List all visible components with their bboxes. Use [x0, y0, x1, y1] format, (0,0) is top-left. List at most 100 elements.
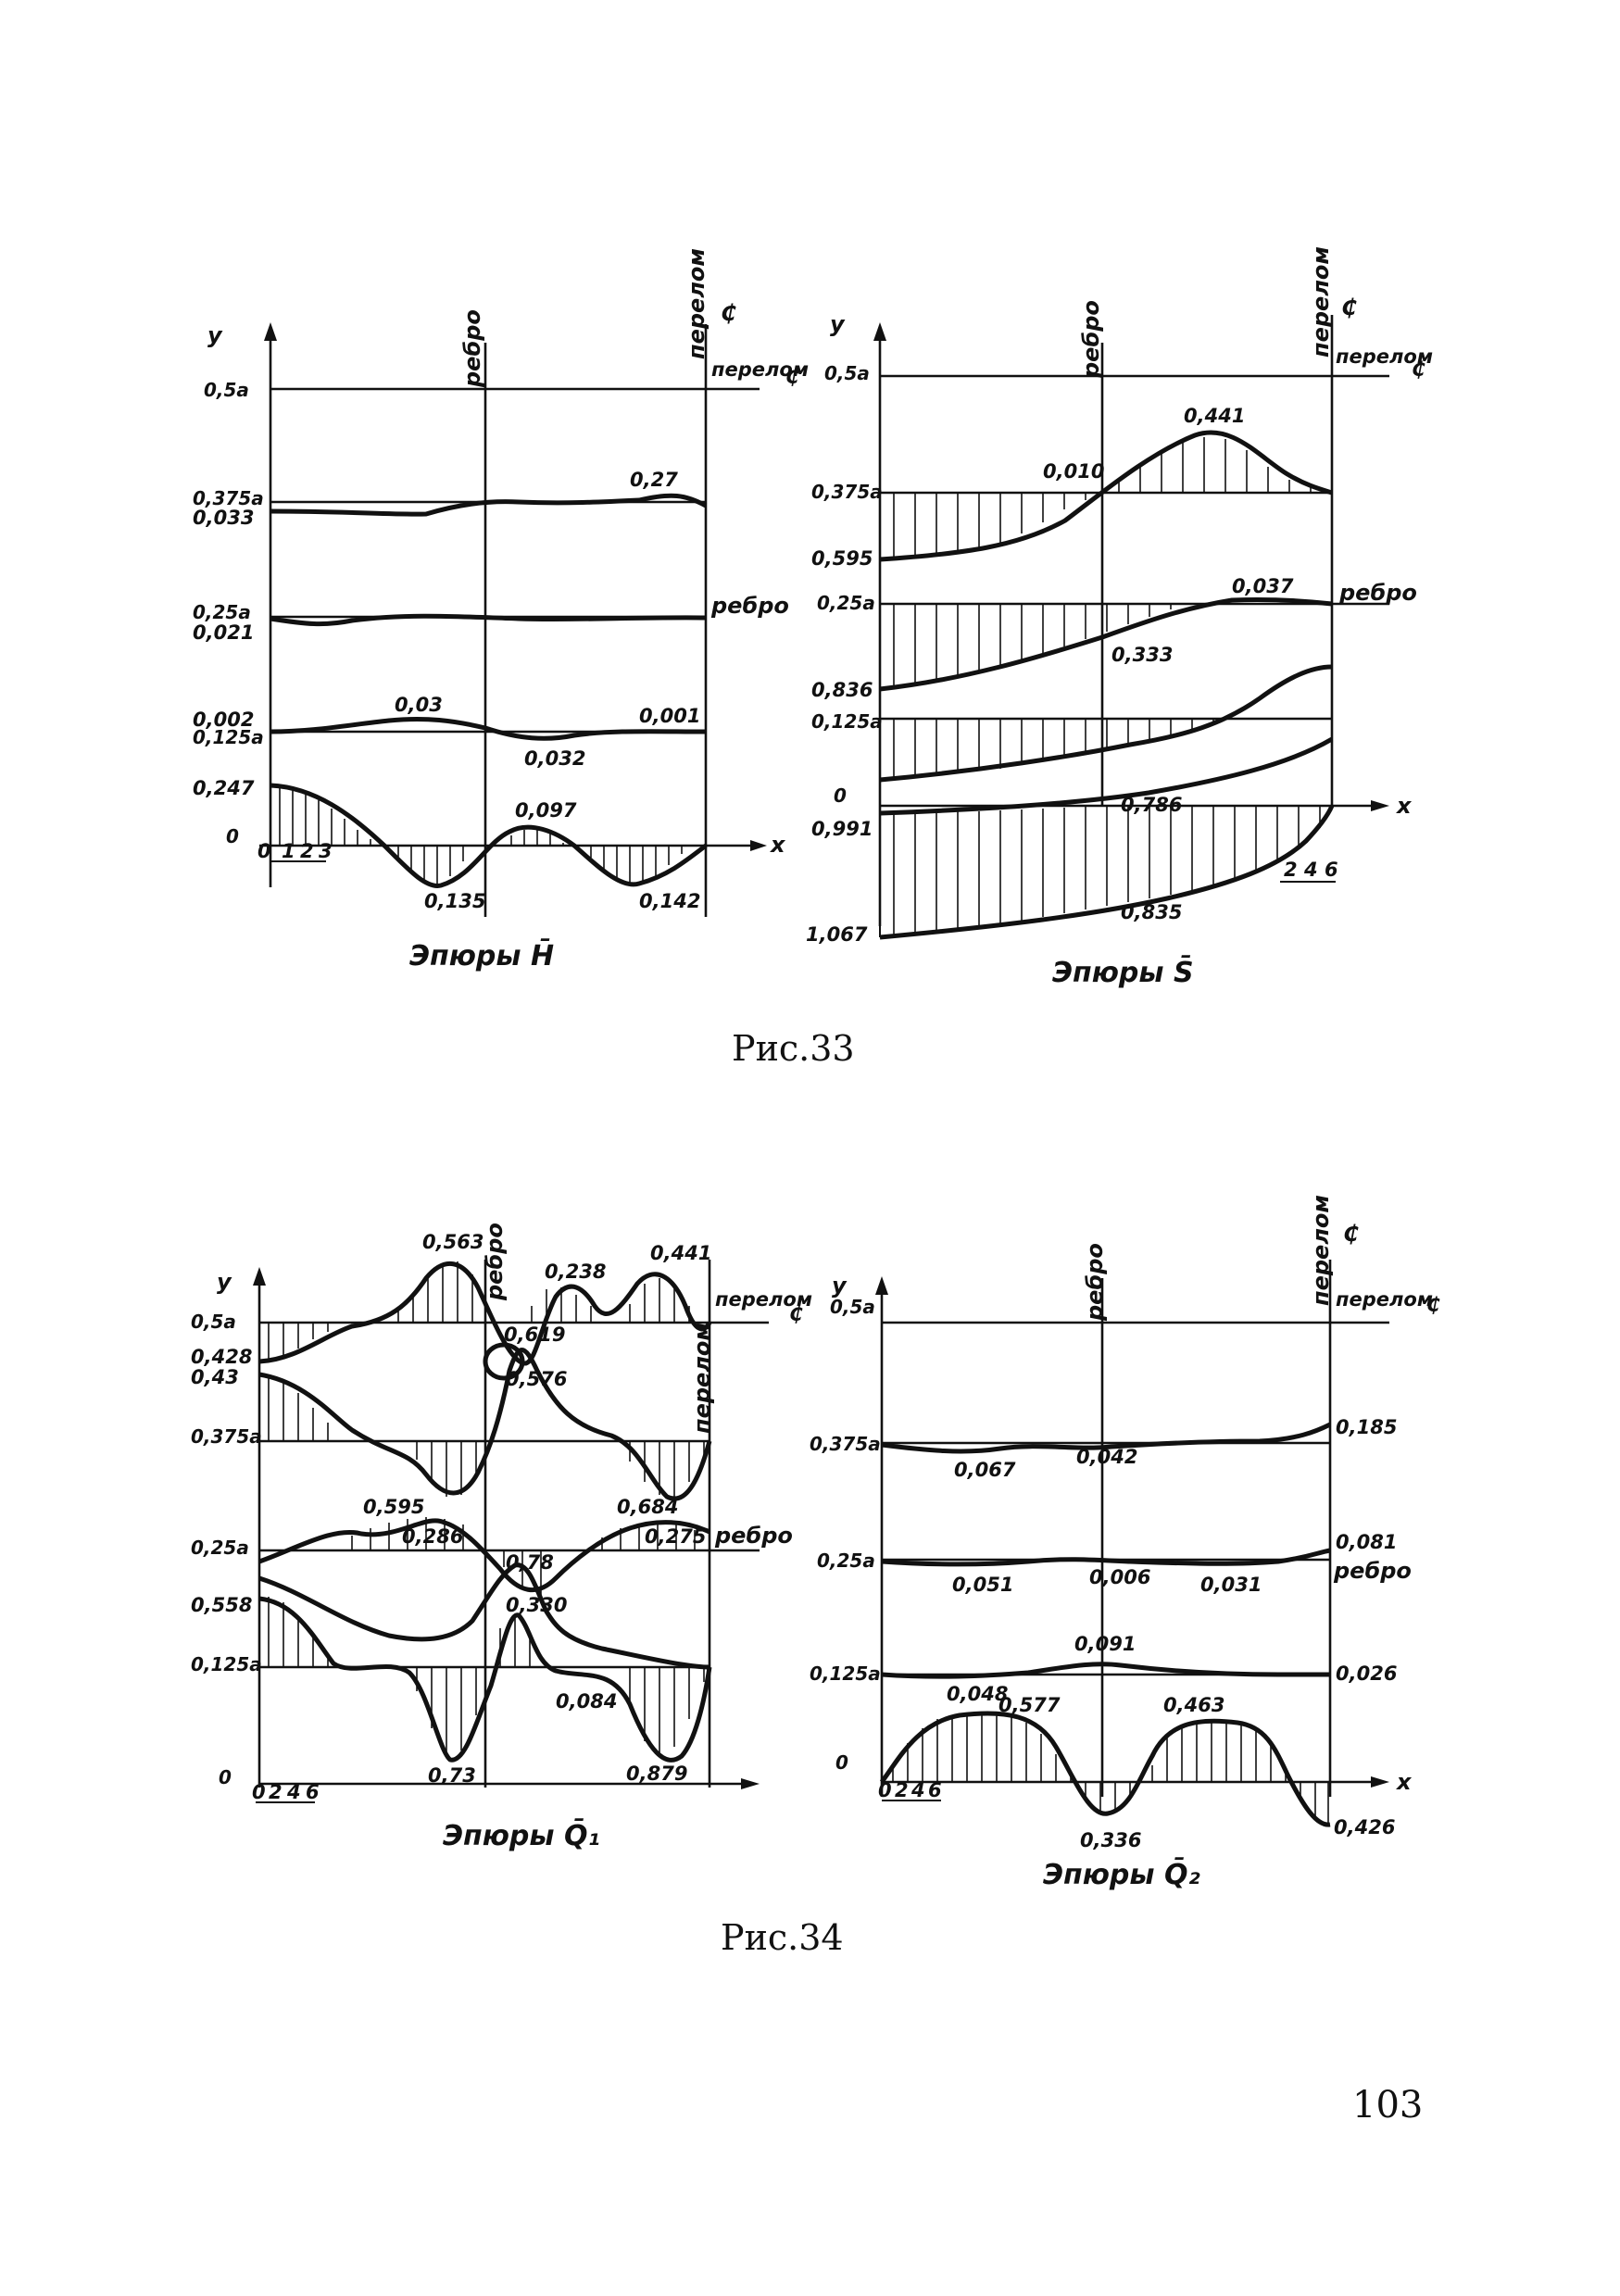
value-0441: 0,441	[1184, 405, 1245, 427]
value-0879: 0,879	[626, 1763, 687, 1785]
curve-h-0375	[270, 493, 708, 517]
left-value-1: 0,021	[193, 621, 254, 644]
end-label-axis-mark: ₵	[1426, 1294, 1440, 1316]
end-label-rib: ребро	[714, 1523, 793, 1549]
level-label-0125a: 0,125a	[810, 1662, 881, 1685]
level-label-05a: 0,5a	[830, 1296, 875, 1318]
hatch-s	[893, 437, 1321, 935]
level-label-0125a: 0,125a	[191, 1653, 262, 1675]
end-label-break: перелом	[1336, 1288, 1433, 1311]
value-0619: 0,619	[504, 1324, 565, 1346]
level-label-0125a: 0,125a	[193, 726, 264, 748]
svg-text:0: 0	[878, 1779, 892, 1801]
figure-caption-34: Рис.34	[721, 1917, 844, 1958]
value-078: 0,78	[506, 1551, 554, 1574]
level-label-0375a: 0,375a	[811, 481, 883, 503]
value-0336: 0,336	[1080, 1829, 1141, 1851]
left-value-2: 0,991	[811, 818, 873, 840]
svg-text:2: 2	[895, 1779, 909, 1801]
curve-q1-top	[258, 1261, 712, 1366]
label-break: перелом	[1308, 246, 1334, 358]
diagram-s: ребро перелом ₵ перелом ₵ ребро y x 0,5a…	[806, 246, 1433, 989]
value-073: 0,73	[428, 1764, 476, 1787]
svg-text:0: 0	[252, 1781, 266, 1803]
value-0275: 0,275	[645, 1525, 706, 1548]
y-axis-label: y	[207, 322, 223, 348]
curve-s-bottom	[879, 805, 1335, 940]
hatch-q2	[892, 1713, 1329, 1823]
x-axis-label: x	[1396, 1769, 1413, 1795]
y-axis-label: y	[217, 1269, 232, 1295]
label-break: перелом	[689, 1323, 715, 1434]
curve-s-025	[879, 596, 1333, 692]
scale-bar: 0 1 2 3	[257, 840, 333, 862]
figure-caption-33: Рис.33	[732, 1028, 855, 1069]
svg-text:2: 2	[300, 840, 314, 862]
hatch-h-bottom	[279, 785, 683, 885]
curve-h-025	[270, 613, 707, 627]
value-0006: 0,006	[1089, 1566, 1150, 1588]
value-0142: 0,142	[639, 890, 700, 912]
label-rib: ребро	[1078, 300, 1104, 379]
value-0333: 0,333	[1111, 644, 1173, 666]
level-label-0: 0	[219, 1766, 232, 1788]
end-label-rib: ребро	[1338, 580, 1417, 606]
value-0463: 0,463	[1163, 1694, 1224, 1716]
y-axis-arrow	[873, 322, 886, 341]
value-0286: 0,286	[402, 1525, 463, 1548]
level-label-0125a: 0,125a	[811, 710, 883, 733]
left-value-1: 0,836	[811, 679, 873, 701]
y-axis-arrow	[253, 1267, 266, 1286]
curve-q2-0375	[881, 1422, 1332, 1454]
y-axis-label: y	[830, 311, 846, 337]
value-0441: 0,441	[650, 1242, 711, 1264]
level-label-0: 0	[226, 825, 239, 847]
level-label-0375a: 0,375a	[193, 487, 264, 509]
level-label-0375a: 0,375a	[810, 1433, 881, 1455]
svg-text:1: 1	[282, 840, 295, 862]
level-label-025a: 0,25a	[817, 592, 875, 614]
label-rib: ребро	[1082, 1243, 1108, 1322]
curve-q2-0	[879, 1711, 1331, 1827]
value-0091: 0,091	[1074, 1633, 1136, 1655]
end-label-axis-mark: ₵	[785, 366, 799, 388]
value-0032: 0,032	[524, 747, 585, 770]
left-value-2: 0,558	[191, 1594, 252, 1616]
y-axis-label: y	[832, 1273, 848, 1299]
value-0563: 0,563	[422, 1231, 483, 1253]
svg-text:4: 4	[1303, 859, 1318, 881]
x-axis-arrow	[750, 840, 767, 851]
value-0051: 0,051	[952, 1574, 1013, 1596]
curve-h-0	[270, 783, 708, 888]
value-0048: 0,048	[947, 1683, 1008, 1705]
label-rib: ребро	[482, 1223, 508, 1301]
label-rib: ребро	[459, 309, 485, 388]
value-0084: 0,084	[556, 1690, 617, 1713]
curve-q2-025	[881, 1548, 1331, 1567]
left-value-3: 0,247	[193, 777, 255, 799]
curve-s-0125	[879, 664, 1333, 783]
scale-bar: 0 2 4 6	[878, 1779, 942, 1801]
curve-q1-0375	[258, 1348, 712, 1501]
level-label-0: 0	[835, 1751, 848, 1774]
label-break: перелом	[1308, 1195, 1334, 1306]
curve-q1-loop	[483, 1342, 525, 1381]
level-label-025a: 0,25a	[191, 1537, 249, 1559]
diagram-h: ребро перелом ₵ перелом ₵ ребро y x 0,5a…	[193, 248, 809, 972]
curve-q2-0125	[881, 1662, 1330, 1679]
page-number: 103	[1352, 2084, 1424, 2127]
svg-text:0: 0	[257, 840, 271, 862]
svg-text:6: 6	[306, 1781, 320, 1803]
value-0037: 0,037	[1232, 575, 1294, 597]
value-0684: 0,684	[617, 1496, 678, 1518]
level-label-0: 0	[834, 784, 847, 807]
scale-bar: 2 4 6	[1280, 859, 1338, 883]
right-value-1: 0,081	[1336, 1531, 1397, 1553]
left-value-1: 0,43	[191, 1366, 239, 1388]
value-0135: 0,135	[424, 890, 485, 912]
axis-mark-top: ₵	[1343, 1221, 1359, 1247]
end-label-axis-mark: ₵	[789, 1303, 803, 1325]
level-label-025a: 0,25a	[817, 1549, 875, 1572]
x-axis-label: x	[770, 832, 786, 858]
svg-text:6: 6	[1325, 859, 1338, 881]
